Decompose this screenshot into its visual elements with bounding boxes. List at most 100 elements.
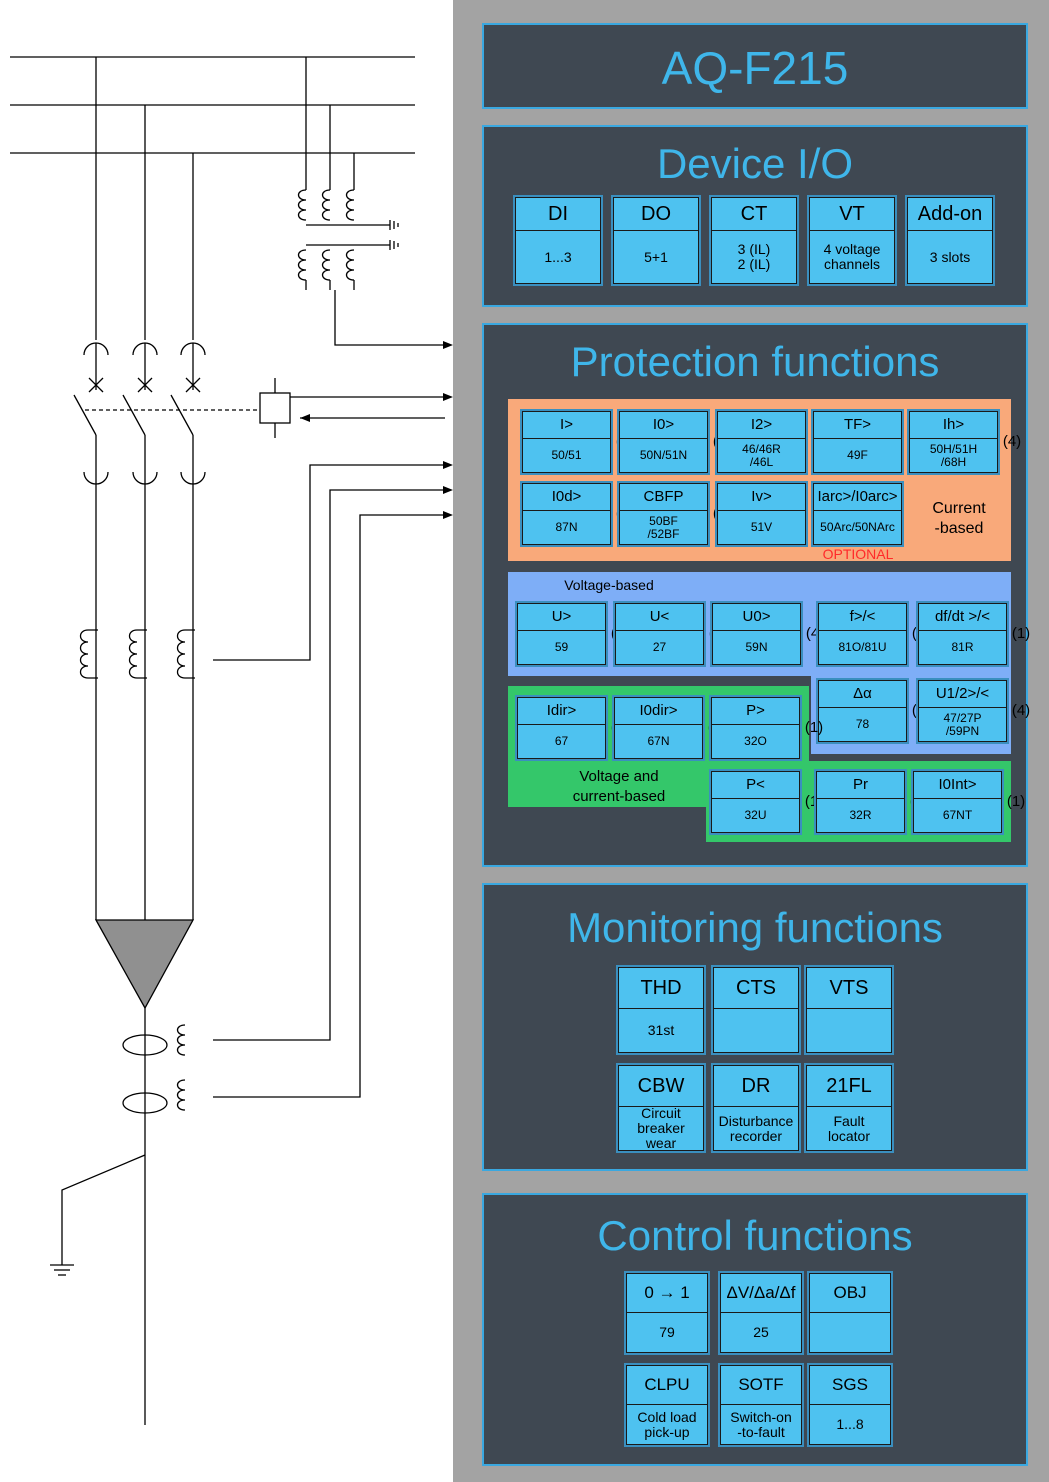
- function-detail: 50N/51N: [639, 448, 688, 462]
- function-detail: 3 (IL) 2 (IL): [737, 241, 771, 272]
- function-detail: 67: [554, 734, 569, 748]
- function-box-ih: Ih>50H/51H /68H: [909, 411, 998, 473]
- device-io-title: Device I/O: [656, 140, 854, 187]
- function-name: Add-on: [908, 198, 992, 231]
- function-box-i0int: I0Int>67NT: [913, 771, 1002, 833]
- function-name: THD: [619, 968, 703, 1009]
- function-name: VTS: [807, 968, 891, 1009]
- function-name: 21FL: [807, 1066, 891, 1107]
- instance-count: (4): [1011, 702, 1031, 719]
- function-name: P>: [712, 698, 799, 725]
- function-detail: Fault locator: [827, 1112, 871, 1144]
- function-name: I0Int>: [914, 772, 1001, 799]
- function-box-sgs: SGS 1...8: [809, 1365, 891, 1445]
- function-detail: 46/46R /46L: [742, 441, 781, 469]
- function-box-cts: CTS: [713, 967, 799, 1053]
- control-title: Control functions: [597, 1212, 913, 1259]
- function-box-u: U<27: [615, 603, 704, 665]
- function-detail: 25: [753, 1324, 769, 1340]
- function-box-i0: I0> 50N/51N: [619, 411, 708, 473]
- function-detail: 81R: [951, 640, 974, 654]
- function-detail: 32U: [744, 808, 767, 822]
- function-box-u1-2: U1/2>/<47/27P /59PN: [918, 680, 1007, 742]
- function-name: VT: [810, 198, 894, 231]
- function-name: OBJ: [810, 1274, 890, 1313]
- function-detail: 50Arc/50NArc: [820, 520, 895, 534]
- function-box-ct: CT 3 (IL) 2 (IL): [711, 197, 797, 284]
- function-detail: 81O/81U: [838, 640, 887, 654]
- function-detail: 78: [855, 717, 870, 731]
- function-name: 0 → 1: [627, 1274, 707, 1313]
- function-box-u: U>59: [517, 603, 606, 665]
- function-name: ΔV/Δa/Δf: [721, 1274, 801, 1313]
- function-box-idir: Idir> 67: [517, 697, 606, 759]
- function-box-0-1: 0 → 1 79: [626, 1273, 708, 1353]
- function-box-iarc-i0arc: Iarc>/I0arc> 50Arc/50NArc: [813, 483, 902, 545]
- function-name: I0d>: [523, 484, 610, 511]
- function-name: Idir>: [518, 698, 605, 725]
- monitoring-title: Monitoring functions: [567, 904, 943, 951]
- function-detail: 87N: [555, 520, 578, 534]
- function-detail: 59: [554, 640, 569, 654]
- function-detail: 51V: [750, 520, 773, 534]
- function-name: CT: [712, 198, 796, 231]
- function-detail: Disturbance recorder: [718, 1112, 794, 1144]
- function-box-thd: THD 31st: [618, 967, 704, 1053]
- function-name: U1/2>/<: [919, 681, 1006, 708]
- instance-count: (1): [1006, 793, 1026, 810]
- function-box-add-on: Add-on 3 slots: [907, 197, 993, 284]
- function-name: Iv>: [718, 484, 805, 511]
- function-box-21fl: 21FL Fault locator: [806, 1065, 892, 1151]
- function-detail: 67N: [647, 734, 670, 748]
- function-name: TF>: [814, 412, 901, 439]
- function-name: Δα: [819, 681, 906, 708]
- function-name: CTS: [714, 968, 798, 1009]
- function-detail: Switch-on -to-fault: [730, 1408, 792, 1440]
- function-box-i: I> 50/51: [522, 411, 611, 473]
- function-name: CBW: [619, 1066, 703, 1107]
- function-detail: 50/51: [551, 448, 582, 462]
- function-box-dr: DR Disturbance recorder: [713, 1065, 799, 1151]
- function-name: DI: [516, 198, 600, 231]
- function-detail: 50H/51H /68H: [929, 441, 978, 469]
- instance-count: (1): [804, 719, 824, 736]
- protection-title: Protection functions: [570, 338, 940, 385]
- current-based-label: Current -based: [932, 500, 986, 537]
- function-name: I0dir>: [615, 698, 702, 725]
- single-line-diagram: [10, 56, 453, 1425]
- function-name: I>: [523, 412, 610, 439]
- function-box-u0: U0>59N: [712, 603, 801, 665]
- function-name: U0>: [713, 604, 800, 631]
- function-name: DR: [714, 1066, 798, 1107]
- function-name: P<: [712, 772, 799, 799]
- function-name: U<: [616, 604, 703, 631]
- function-box-p: P< 32U: [711, 771, 800, 833]
- function-detail: [810, 1313, 890, 1352]
- function-detail: 79: [659, 1324, 675, 1340]
- function-detail: 3 slots: [929, 248, 971, 265]
- function-box-i2: I2>46/46R /46L: [717, 411, 806, 473]
- function-detail: 47/27P /59PN: [943, 710, 982, 738]
- function-name: SOTF: [721, 1366, 801, 1405]
- function-name: I0>: [620, 412, 707, 439]
- function-name: SGS: [810, 1366, 890, 1405]
- function-detail: 32O: [744, 734, 767, 748]
- function-name: Pr: [817, 772, 904, 799]
- function-box-i0dir: I0dir> 67N: [614, 697, 703, 759]
- function-detail: 49F: [847, 448, 868, 462]
- function-box-p: P> 32O: [711, 697, 800, 759]
- function-detail: 1...8: [836, 1416, 864, 1432]
- function-detail: 31st: [647, 1022, 675, 1038]
- function-box-item: Δα 78: [818, 680, 907, 742]
- device-title: AQ-F215: [661, 42, 849, 94]
- instance-count: (4): [1002, 433, 1022, 450]
- function-box-tf: TF> 49F: [813, 411, 902, 473]
- function-name: Iarc>/I0arc>: [814, 484, 901, 511]
